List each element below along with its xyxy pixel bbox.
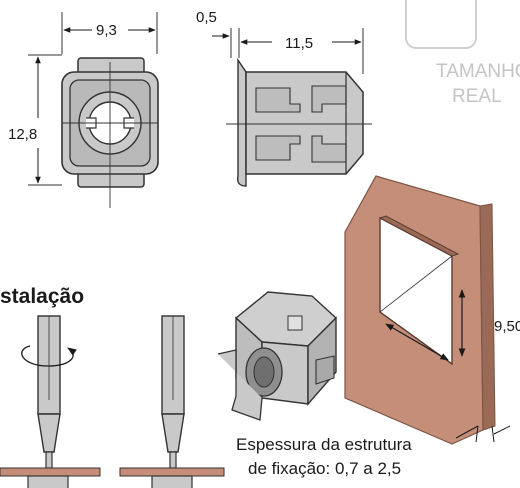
front-view: 9,3 12,8 — [8, 12, 159, 208]
badge-line-2: REAL — [452, 86, 502, 107]
wall-thickness-dimension: 0,5 — [196, 9, 217, 26]
caption-line-2: de fixação: 0,7 a 2,5 — [248, 459, 401, 478]
badge-line-1: TAMANHO — [436, 61, 520, 82]
width-dimension: 9,3 — [96, 22, 117, 39]
hole-dimension: 9,50 — [494, 318, 520, 335]
actual-size-badge: TAMANHO REAL — [405, 0, 520, 107]
mounting-panel: 9,50 — [344, 175, 520, 445]
length-dimension: 11,5 — [285, 35, 313, 52]
caption-line-1: Espessura da estrutura — [236, 435, 412, 454]
cage-nut-isometric — [217, 291, 338, 421]
installation-heading: stalação — [0, 285, 84, 308]
screwdriver-straight — [119, 315, 225, 488]
height-dimension: 12,8 — [8, 126, 37, 143]
side-view: 0,5 11,5 — [196, 9, 372, 187]
screwdriver-rotating — [0, 315, 101, 488]
